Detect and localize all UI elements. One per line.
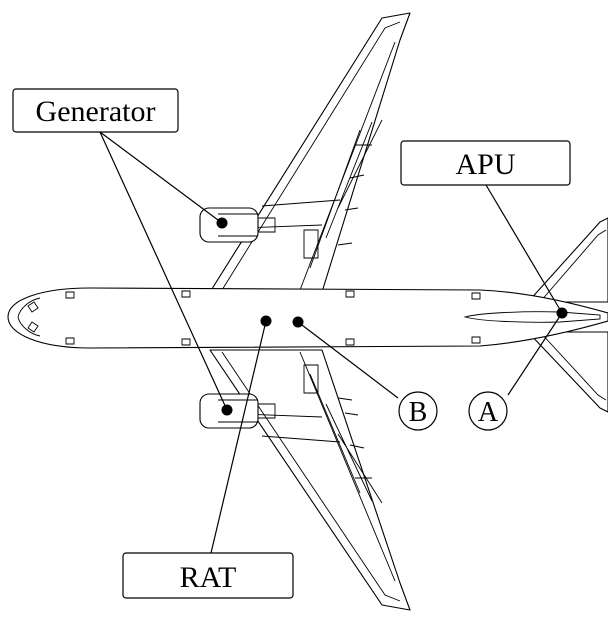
generator-upper-dot [216,217,228,229]
generator-lower-dot [221,404,233,416]
apu-label-text: APU [455,148,515,181]
apu-dot [556,307,568,319]
generator-label: Generator [12,88,179,133]
apu-label: APU [400,140,571,186]
rat-label: RAT [122,552,294,599]
marker-b-text: B [409,397,428,428]
leader-lines [99,131,563,554]
marker-b: B [398,391,438,431]
marker-a-text: A [478,397,499,428]
rat-dot [260,315,272,327]
lower-wing [209,349,411,611]
upper-wing [209,12,411,293]
rat-label-text: RAT [180,561,237,594]
generator-label-text: Generator [36,95,156,128]
location-dots [216,217,568,416]
upper-engine [199,207,276,243]
point-b-dot [292,316,304,328]
tail-stabilizers [527,217,608,413]
fuselage [7,287,608,349]
marker-a: A [468,391,508,431]
